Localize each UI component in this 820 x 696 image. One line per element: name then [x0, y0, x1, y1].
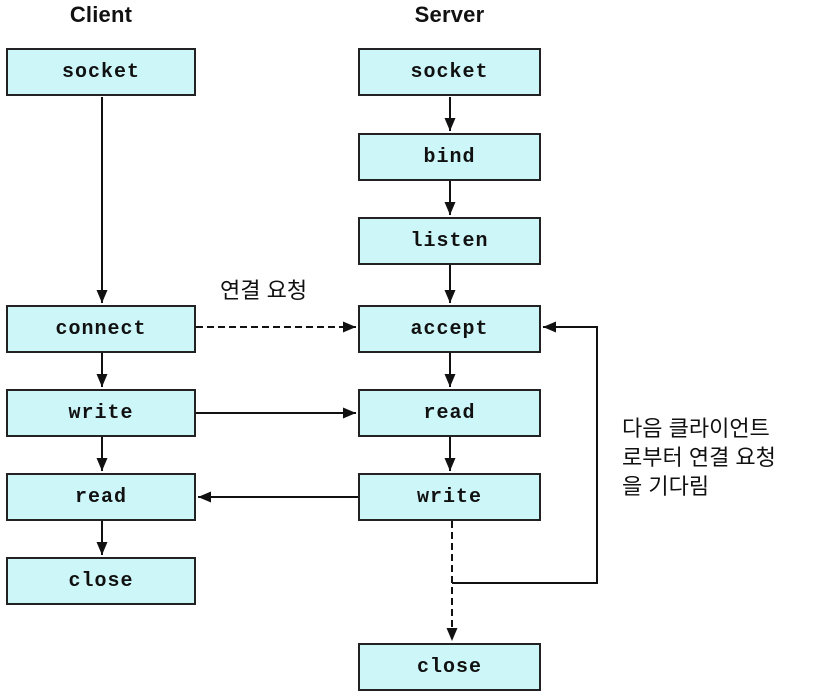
- client-node-socket: socket: [6, 48, 196, 96]
- server-node-bind: bind: [358, 133, 541, 181]
- client-node-write: write: [6, 389, 196, 437]
- client-node-connect: connect: [6, 305, 196, 353]
- server-node-listen: listen: [358, 217, 541, 265]
- server-column-title: Server: [414, 2, 485, 27]
- wait-annotation-line-2: 로부터 연결 요청: [622, 445, 776, 470]
- server-node-write: write: [358, 473, 541, 521]
- server-node-accept: accept: [358, 305, 541, 353]
- client-node-read: read: [6, 473, 196, 521]
- connection-request-label: 연결 요청: [220, 278, 308, 303]
- wait-next-client-annotation: 다음 클라이언트 로부터 연결 요청 을 기다림: [622, 414, 776, 501]
- server-node-read: read: [358, 389, 541, 437]
- arrow-loop-back-to-accept: [452, 321, 598, 584]
- wait-annotation-line-1: 다음 클라이언트: [622, 416, 770, 441]
- server-node-close: close: [358, 643, 541, 691]
- client-column-title: Client: [69, 2, 133, 27]
- client-node-close: close: [6, 557, 196, 605]
- wait-annotation-line-3: 을 기다림: [622, 474, 710, 499]
- server-node-socket: socket: [358, 48, 541, 96]
